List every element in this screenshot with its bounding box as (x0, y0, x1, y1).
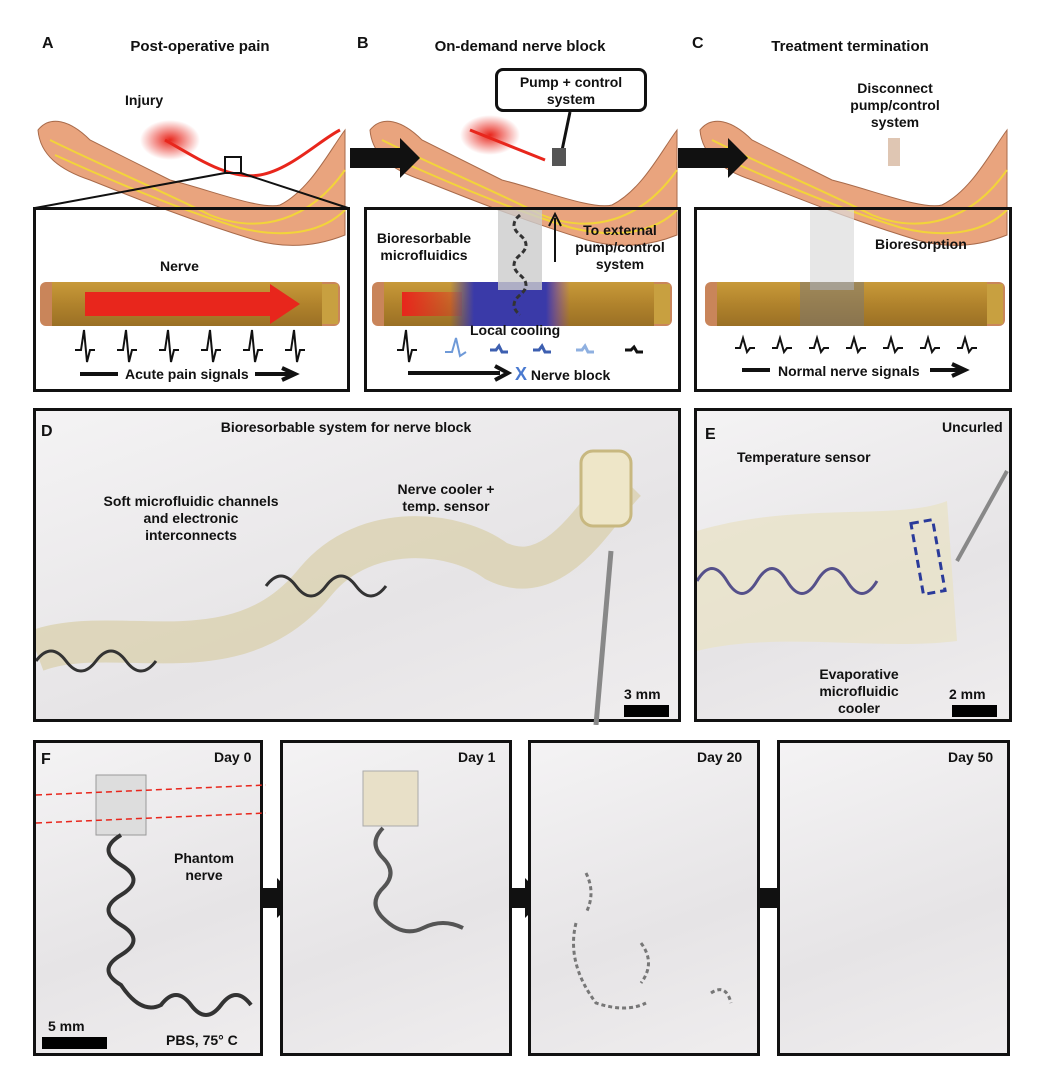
panel-e-title: Uncurled (942, 419, 1003, 435)
panel-e-photo: E Uncurled Temperature sensor Evaporativ… (694, 408, 1012, 722)
panel-a-inset (33, 207, 350, 392)
scale-label-d: 3 mm (624, 686, 661, 702)
panel-c-title: Treatment termination (771, 38, 929, 55)
pain-signal-path-b (469, 128, 546, 162)
condition-label: PBS, 75° C (166, 1032, 238, 1048)
panel-b-inset (364, 207, 681, 392)
day-label-50: Day 50 (948, 749, 994, 765)
panel-letter-f: F (41, 751, 51, 768)
panel-f-day20: Day 20 (528, 740, 760, 1056)
channels-label: Soft microfluidic channels and electroni… (103, 493, 279, 543)
cooler-sensor-label: Nerve cooler + temp. sensor (397, 481, 495, 514)
day-label-20: Day 20 (697, 749, 743, 765)
panel-letter-d: D (41, 423, 53, 440)
panel-c-inset (694, 207, 1012, 392)
panel-letter-a: A (42, 35, 54, 52)
block-x-icon: X (515, 364, 528, 384)
scale-bar-e (952, 705, 997, 717)
zoom-region (224, 156, 242, 174)
pain-arrow (85, 284, 300, 324)
panel-f-day50: Day 50 (777, 740, 1010, 1056)
implanted-device (552, 148, 566, 166)
microfluidics-label: Bioresorbable microfluidics (376, 230, 472, 263)
day-label-1: Day 1 (458, 749, 496, 765)
zoom-lines (34, 172, 349, 209)
panel-letter-c: C (692, 35, 704, 52)
evaporative-cooler-label: Evaporative microfluidic cooler (819, 666, 899, 716)
temperature-sensor-label: Temperature sensor (737, 449, 871, 465)
nerve-block-text: Nerve block (530, 367, 611, 383)
nerve-block-label: X Nerve block (515, 364, 611, 384)
disconnect-label: Disconnect pump/control system (850, 80, 940, 130)
scale-bar-f (42, 1037, 107, 1049)
pump-control-box: Pump + control system (495, 68, 647, 112)
panel-letter-b: B (357, 35, 369, 52)
panel-d-photo: D Bioresorbable system for nerve block S… (33, 408, 681, 725)
scale-label-e: 2 mm (949, 686, 986, 702)
scale-bar-d (624, 705, 669, 717)
panel-f-day1: Day 1 (280, 740, 512, 1056)
normal-signals (735, 334, 978, 355)
normal-signals-label: Normal nerve signals (775, 363, 923, 380)
nerve-label: Nerve (160, 258, 199, 274)
panel-d-title: Bioresorbable system for nerve block (220, 419, 472, 435)
injury-label: Injury (125, 92, 164, 108)
acute-pain-label: Acute pain signals (122, 366, 252, 383)
scale-label-f: 5 mm (48, 1018, 85, 1034)
phantom-nerve-label: Phantom nerve (174, 850, 234, 883)
panel-b-title: On-demand nerve block (434, 38, 606, 55)
panel-a-title: Post-operative pain (130, 38, 270, 55)
day-label-0: Day 0 (214, 749, 252, 765)
external-pump-label: To external pump/control system (575, 222, 665, 272)
bioresorption-label: Bioresorption (875, 236, 967, 252)
local-cooling-label: Local cooling (470, 322, 561, 338)
pain-signal-path (164, 128, 341, 178)
panel-letter-e: E (705, 426, 716, 443)
panel-f-day0: F Day 0 Phantom nerve 5 mm PBS, 75° C (33, 740, 266, 1056)
